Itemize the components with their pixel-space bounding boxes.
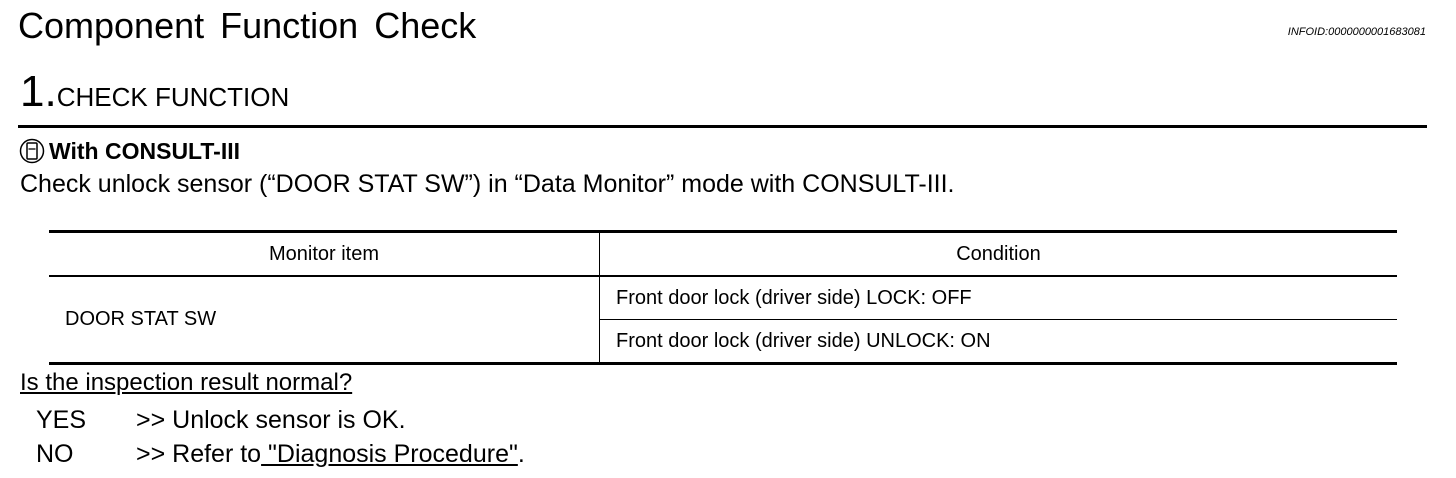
- table-row: DOOR STAT SW Front door lock (driver sid…: [49, 276, 1397, 365]
- step-heading: 1.CHECK FUNCTION: [20, 68, 289, 126]
- section-title: Component Function Check: [18, 5, 477, 46]
- no-label: NO: [36, 440, 74, 468]
- divider: [18, 125, 1427, 128]
- instruction-text: Check unlock sensor (“DOOR STAT SW”) in …: [20, 170, 955, 198]
- step-number: 1.: [20, 67, 57, 116]
- consult-heading: With CONSULT-III: [19, 137, 240, 165]
- no-answer: >> Refer to "Diagnosis Procedure".: [136, 438, 525, 470]
- condition-cell: Front door lock (driver side) UNLOCK: ON: [599, 319, 1397, 365]
- step-title: CHECK FUNCTION: [56, 82, 290, 112]
- yes-answer: >> Unlock sensor is OK.: [136, 406, 406, 434]
- header-monitor-item: Monitor item: [49, 230, 600, 277]
- condition-cell: Front door lock (driver side) LOCK: OFF: [599, 276, 1397, 320]
- consult-tool-icon: [19, 138, 45, 164]
- header-condition: Condition: [599, 230, 1397, 277]
- table-header-row: Monitor item Condition: [49, 230, 1397, 277]
- monitor-table: Monitor item Condition DOOR STAT SW Fron…: [49, 230, 1397, 365]
- diagnosis-procedure-link[interactable]: "Diagnosis Procedure": [261, 440, 518, 468]
- yes-label: YES: [36, 406, 87, 434]
- info-id: INFOID:0000000001683081: [1287, 26, 1426, 38]
- monitor-item-cell: DOOR STAT SW: [49, 276, 600, 365]
- no-answer-prefix: >> Refer to: [136, 440, 262, 468]
- consult-heading-text: With CONSULT-III: [49, 138, 241, 164]
- result-question: Is the inspection result normal?: [20, 369, 353, 396]
- table-row: Front door lock (driver side) UNLOCK: ON: [49, 319, 1397, 365]
- no-answer-suffix: .: [517, 440, 525, 468]
